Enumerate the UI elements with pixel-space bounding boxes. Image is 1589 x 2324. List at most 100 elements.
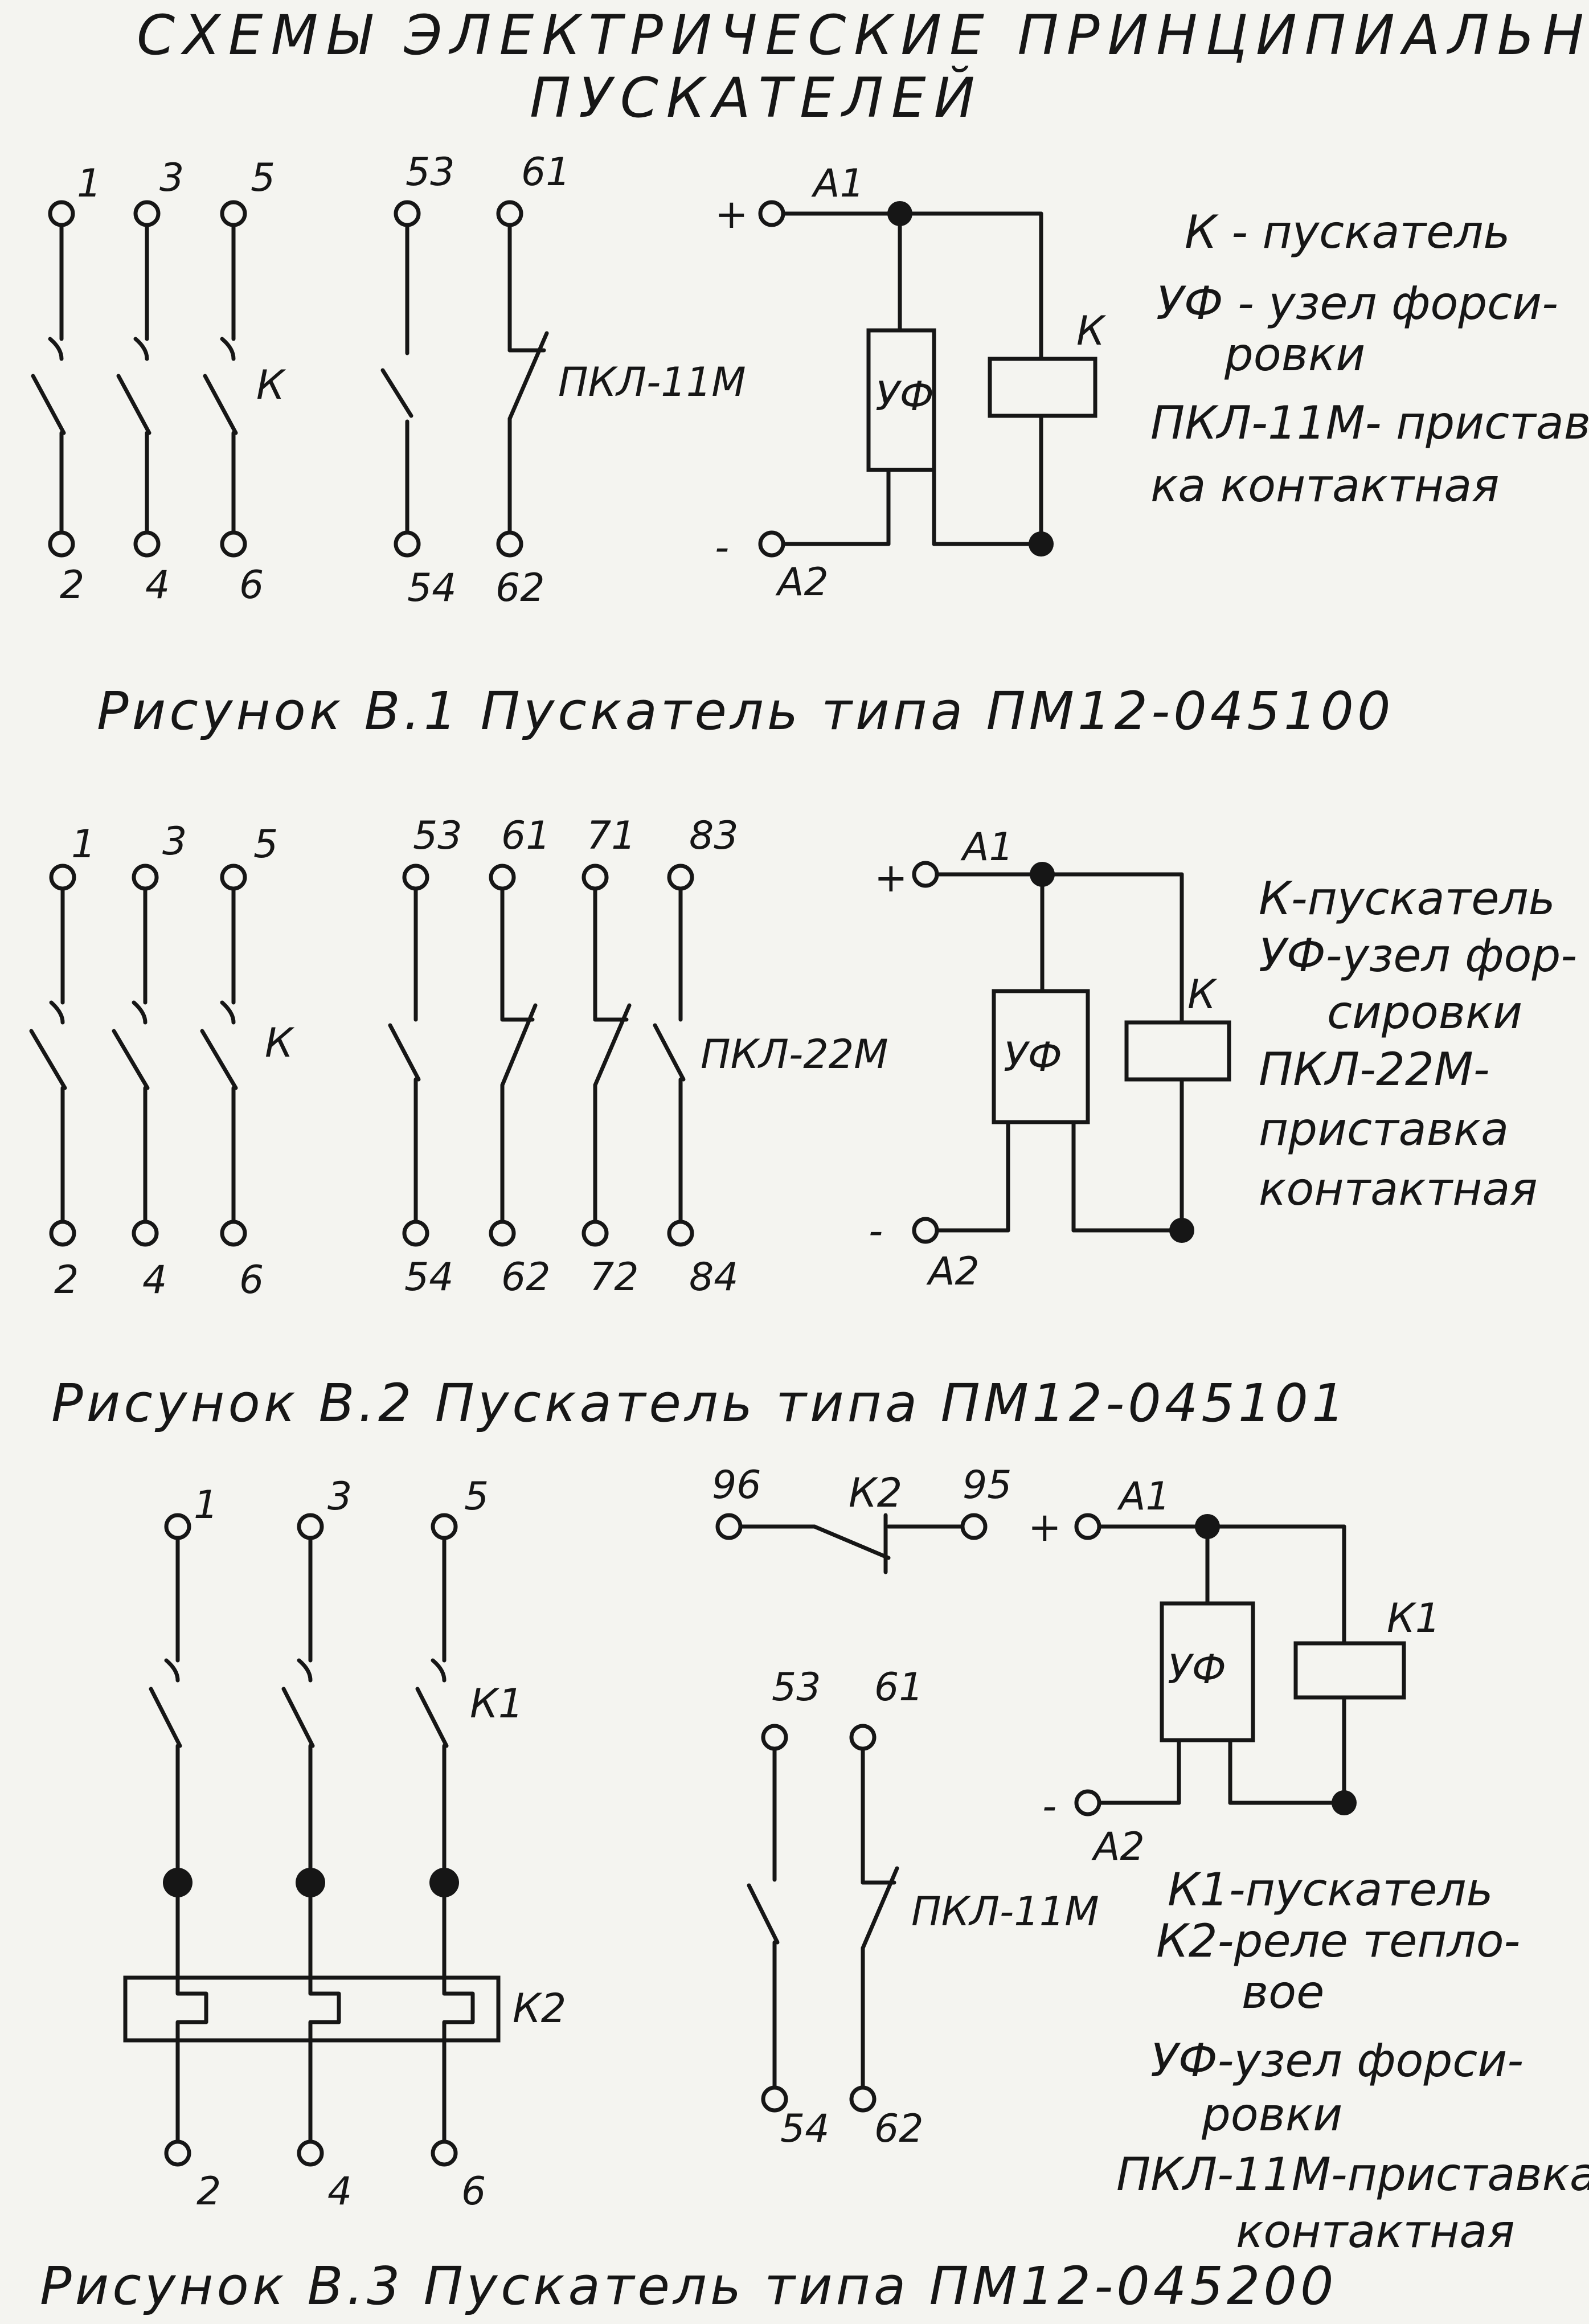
fig1-power-contacts: 1 3 5 2 4 6 К: [31, 156, 286, 608]
fig3-term-96: 96: [712, 1463, 761, 1508]
fig1-legend-line-2: УФ - узел форси-: [1156, 277, 1558, 330]
header-title-line2: ПУСКАТЕЛЕЙ: [530, 66, 983, 130]
fig1-term-61: 61: [521, 150, 571, 195]
fig2-term-54: 54: [404, 1255, 454, 1300]
fig2-legend-line-5: приставка: [1259, 1103, 1509, 1156]
fig1-legend-line-1: К - пускатель: [1185, 206, 1510, 259]
fig3-legend-line-5: ровки: [1201, 2088, 1342, 2141]
fig3-plus-sign: +: [1028, 1504, 1062, 1550]
fig1-power-pole-3: [203, 200, 247, 558]
fig3-term-53: 53: [772, 1665, 821, 1710]
fig2-power-contacts: 1 3 5 2 4 6 К: [29, 819, 295, 1303]
fig3-legend: К1-пускатель К2-реле тепло- вое УФ-узел …: [1116, 1863, 1589, 2258]
fig2-uf-label: УФ: [1004, 1034, 1062, 1081]
fig1-minus-sign: -: [715, 524, 729, 571]
fig1-term-3: 3: [159, 156, 184, 201]
fig3-a1-label: А1: [1117, 1474, 1170, 1519]
fig3-legend-line-7: контактная: [1236, 2205, 1515, 2258]
fig3-term-3: 3: [327, 1474, 352, 1519]
fig3-legend-line-2: К2-реле тепло-: [1156, 1914, 1520, 1967]
fig1-uf-label: УФ: [875, 373, 934, 420]
fig2-a2-label: А2: [926, 1249, 980, 1294]
fig1-power-pole-1: [31, 200, 75, 558]
fig3-term-4: 4: [327, 2169, 352, 2214]
fig3-term-54: 54: [780, 2106, 830, 2151]
fig2-power-pole-3: [200, 864, 247, 1247]
fig1-term-5: 5: [251, 156, 275, 201]
fig1-a1-label: А1: [811, 161, 865, 206]
fig2-term-62: 62: [501, 1255, 551, 1300]
fig2-aux-label: ПКЛ-22М: [701, 1031, 888, 1078]
figure-b3: 1 3 5 2 4 6 К1 К2 96 95 К2: [40, 1463, 1589, 2317]
fig2-power-pole-1: [29, 864, 76, 1247]
header-title-line1: СХЕМЫ ЭЛЕКТРИЧЕСКИЕ ПРИНЦИПИАЛЬНЫЕ: [137, 3, 1589, 67]
fig3-legend-line-3: вое: [1242, 1966, 1324, 2019]
fig2-legend-line-6: контактная: [1259, 1163, 1538, 1216]
fig2-power-pole-2: [112, 864, 159, 1247]
fig2-term-53: 53: [413, 813, 462, 858]
fig1-term-1: 1: [77, 161, 101, 206]
fig1-term-4: 4: [145, 563, 170, 608]
fig1-coil-k-label: К: [1076, 308, 1107, 354]
fig1-starter-label: К: [256, 362, 286, 408]
fig2-term-61: 61: [501, 813, 551, 858]
fig3-a2-label: А2: [1091, 1824, 1145, 1869]
fig3-term-6: 6: [461, 2169, 486, 2214]
fig2-plus-sign: +: [874, 854, 908, 901]
fig2-coil-k-label: К: [1187, 971, 1218, 1018]
fig1-coil-circuit: + - А1 А2 УФ К: [715, 161, 1107, 605]
fig1-caption: Рисунок В.1 Пускатель типа ПМ12-045100: [97, 681, 1394, 742]
fig1-legend-line-5: ка контактная: [1150, 459, 1499, 512]
fig2-term-71: 71: [587, 813, 636, 858]
fig3-coil-k1-label: К1: [1387, 1595, 1440, 1642]
figure-b2: 1 3 5 2 4 6 К: [29, 813, 1577, 1434]
fig3-term-1: 1: [194, 1483, 218, 1528]
fig1-legend: К - пускатель УФ - узел форси- ровки ПКЛ…: [1150, 206, 1589, 512]
fig3-legend-line-6: ПКЛ-11М-приставка: [1116, 2148, 1589, 2201]
fig3-legend-line-1: К1-пускатель: [1168, 1863, 1493, 1916]
fig1-aux-contacts: 53 61 54 62 ПКЛ-11М: [380, 150, 746, 611]
fig3-aux-contacts: 53 61 54 62 ПКЛ-11М: [747, 1665, 1099, 2151]
fig2-term-5: 5: [253, 822, 278, 867]
fig3-term-62: 62: [874, 2106, 924, 2151]
fig2-term-84: 84: [689, 1255, 739, 1300]
fig3-minus-sign: -: [1042, 1783, 1056, 1830]
fig2-legend-line-1: К-пускатель: [1259, 872, 1555, 925]
fig3-coil-circuit: + - А1 А2 УФ К1: [1028, 1474, 1440, 1869]
fig3-power-pole-1: [149, 1513, 193, 2167]
fig2-legend-line-2: УФ-узел фор-: [1259, 929, 1577, 982]
fig2-term-1: 1: [71, 822, 96, 867]
fig2-term-83: 83: [689, 813, 739, 858]
fig2-legend-line-3: сировки: [1327, 986, 1522, 1039]
fig3-term-95: 95: [963, 1463, 1012, 1508]
fig1-term-53: 53: [406, 150, 455, 195]
fig3-starter-label: К1: [470, 1680, 523, 1727]
fig3-uf-label: УФ: [1168, 1646, 1226, 1693]
fig3-relay-contact-label: К2: [849, 1470, 902, 1516]
fig1-term-2: 2: [60, 563, 84, 608]
fig1-legend-line-4: ПКЛ-11М- пристав-: [1150, 396, 1589, 449]
fig3-term-61: 61: [874, 1665, 924, 1710]
fig3-term-2: 2: [196, 2169, 221, 2214]
fig3-term-5: 5: [464, 1474, 489, 1519]
fig2-legend-line-4: ПКЛ-22М-: [1259, 1043, 1490, 1096]
fig1-term-62: 62: [495, 566, 545, 611]
fig1-legend-line-3: ровки: [1224, 328, 1365, 381]
fig2-term-4: 4: [142, 1258, 167, 1303]
fig3-power-pole-3: [415, 1513, 459, 2167]
fig2-term-2: 2: [54, 1258, 79, 1303]
fig1-term-54: 54: [407, 566, 457, 611]
fig3-power-pole-2: [281, 1513, 325, 2167]
fig1-power-pole-2: [116, 200, 161, 558]
fig3-relay-contact: 96 95 К2: [712, 1463, 1012, 1574]
fig2-minus-sign: -: [869, 1208, 883, 1254]
fig3-power-contacts: 1 3 5 2 4 6 К1: [149, 1474, 523, 2214]
fig1-a2-label: А2: [775, 560, 829, 605]
fig2-term-72: 72: [589, 1255, 639, 1300]
fig3-aux-label: ПКЛ-11М: [911, 1888, 1099, 1935]
fig3-thermal-relay: К2: [123, 1969, 566, 2144]
fig3-relay-label: К2: [513, 1985, 566, 2032]
fig2-caption: Рисунок В.2 Пускатель типа ПМ12-045101: [51, 1373, 1348, 1434]
fig1-aux-label: ПКЛ-11М: [558, 359, 746, 406]
fig1-plus-sign: +: [715, 191, 748, 238]
